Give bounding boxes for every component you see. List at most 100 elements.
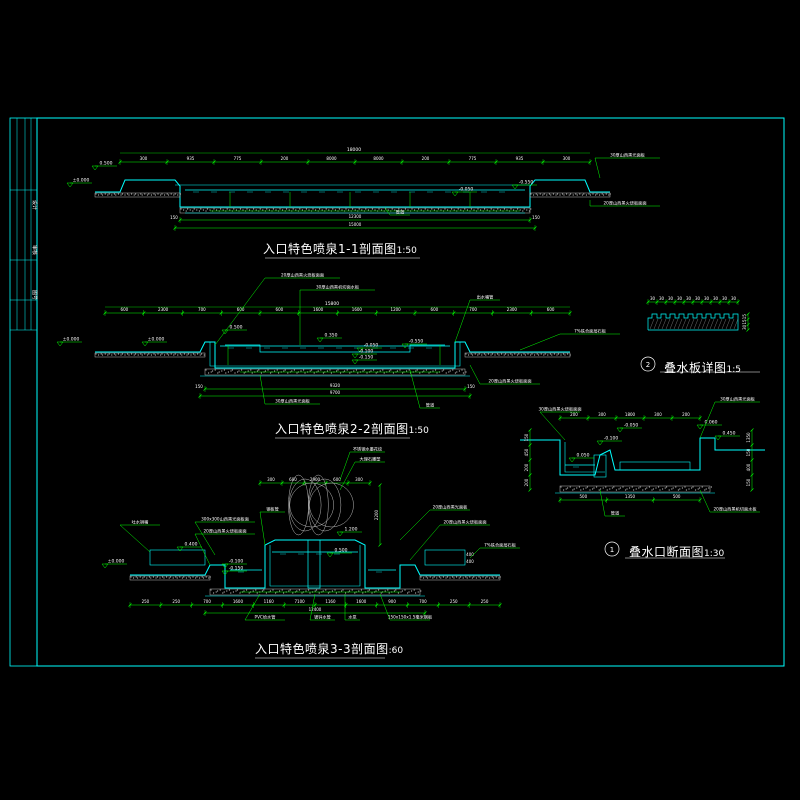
- gravel-dot: [501, 353, 503, 355]
- gravel-dot: [411, 590, 413, 592]
- gravel-dot: [626, 488, 628, 490]
- gravel-dot: [233, 208, 235, 210]
- gravel-dot: [471, 577, 473, 579]
- gravel-dot: [470, 353, 472, 355]
- s2-level-7-value: -0.550: [409, 339, 424, 345]
- gravel-dot: [313, 372, 315, 374]
- s3-level-3-value: -0.150: [229, 566, 244, 572]
- s1-top-dims-value: 8000: [326, 156, 337, 161]
- d2-hatch-line: [729, 318, 735, 330]
- gravel-dot: [104, 353, 106, 355]
- title-section-1-1: 入口特色喷泉1-1剖面图1:50: [263, 242, 417, 256]
- gravel-dot: [592, 488, 594, 490]
- s2-note-3-text: 7%铁合面层石板: [574, 328, 607, 335]
- gravel-dot: [572, 489, 574, 491]
- gravel-dot: [415, 592, 417, 594]
- gravel-dot: [208, 577, 210, 579]
- s2-top-dims-value: 600: [431, 307, 439, 312]
- gravel-dot: [498, 577, 500, 579]
- s1-bottom-edge: 150: [532, 215, 540, 220]
- s3-note-9-text: PVC给水管: [255, 614, 276, 621]
- gravel-dot: [425, 369, 427, 371]
- s1-level-1-value: ±0.000: [73, 178, 90, 184]
- d1-right-dims-tick: [750, 473, 754, 477]
- gravel-dot: [539, 193, 541, 195]
- s2-level-2-value: 0.500: [230, 325, 243, 331]
- gravel-dot: [609, 488, 611, 490]
- s3-inner: [269, 545, 361, 587]
- gravel-dot: [281, 589, 283, 591]
- s1-top-dims-value: 300: [140, 156, 148, 161]
- gravel-dot: [205, 369, 207, 371]
- gravel-dot: [348, 209, 350, 211]
- gravel-dot: [367, 209, 369, 211]
- gravel-dot: [491, 353, 493, 355]
- s3-level-5-value: 0.500: [335, 548, 348, 554]
- gravel-dot: [173, 194, 175, 196]
- d1-top-dims-value: 300: [654, 412, 662, 417]
- gravel-dot: [124, 354, 126, 356]
- gravel-dot: [445, 577, 447, 579]
- gravel-dot: [579, 193, 581, 195]
- gravel-dot: [433, 209, 435, 211]
- gravel-dot: [615, 489, 618, 491]
- gravel-dot: [187, 208, 189, 210]
- gravel-dot: [708, 487, 710, 489]
- s2-weir: [225, 344, 445, 353]
- gravel-dot: [516, 354, 519, 356]
- gravel-dot: [199, 354, 201, 356]
- d2-hatch-line: [689, 318, 695, 330]
- gravel-dot: [407, 592, 409, 594]
- gravel-dot: [346, 369, 348, 371]
- gravel-dot: [442, 576, 444, 578]
- gravel-dot: [332, 208, 334, 210]
- gravel-dot: [218, 371, 220, 373]
- gravel-dot: [305, 590, 307, 592]
- gravel-dot: [334, 589, 336, 591]
- gravel-dot: [143, 576, 145, 578]
- gravel-dot: [566, 193, 568, 195]
- gravel-dot: [428, 372, 430, 374]
- gravel-dot: [383, 372, 385, 374]
- gravel-dot: [331, 590, 333, 592]
- gravel-dot: [322, 372, 324, 374]
- gravel-dot: [406, 370, 408, 372]
- gravel-dot: [189, 209, 191, 211]
- gravel-dot: [341, 590, 343, 592]
- gravel-dot: [196, 209, 198, 211]
- s2-basin: [95, 341, 570, 369]
- gravel-dot: [468, 354, 470, 356]
- s3-note-2-text: 300x300山西黑光面板面: [201, 516, 249, 523]
- s1-note-2-text: 管道: [396, 209, 405, 216]
- gravel-dot: [278, 372, 280, 374]
- d1-note-3-leader: [599, 489, 606, 517]
- gravel-dot: [658, 486, 660, 488]
- s1-gravel-left-border: [94, 192, 181, 198]
- gravel-dot: [701, 486, 703, 488]
- gravel-dot: [303, 369, 305, 371]
- gravel-dot: [146, 194, 148, 196]
- gravel-dot: [416, 369, 418, 371]
- gravel-dot: [216, 209, 218, 211]
- gravel-dot: [592, 193, 594, 195]
- s2-level-1-marker: [141, 341, 149, 347]
- gravel-dot: [480, 209, 482, 211]
- gravel-dot: [267, 369, 269, 371]
- gravel-dot: [533, 194, 535, 196]
- gravel-dot: [556, 354, 558, 356]
- gravel-dot: [523, 353, 525, 355]
- gravel-dot: [611, 487, 614, 489]
- gravel-dot: [232, 591, 234, 593]
- gravel-dot: [186, 354, 188, 356]
- gravel-dot: [362, 370, 364, 372]
- gravel-dot: [300, 370, 302, 372]
- s3-note-2-leader: [194, 521, 216, 556]
- gravel-dot: [619, 487, 622, 489]
- d2-hatch-line: [733, 318, 739, 330]
- gravel-dot: [305, 208, 307, 210]
- s2-bottom-edge: 150: [467, 384, 475, 389]
- d2-top-dims-value: 30: [722, 296, 728, 301]
- gravel-dot: [183, 209, 185, 211]
- gravel-dot: [205, 210, 207, 212]
- gravel-dot: [404, 589, 406, 591]
